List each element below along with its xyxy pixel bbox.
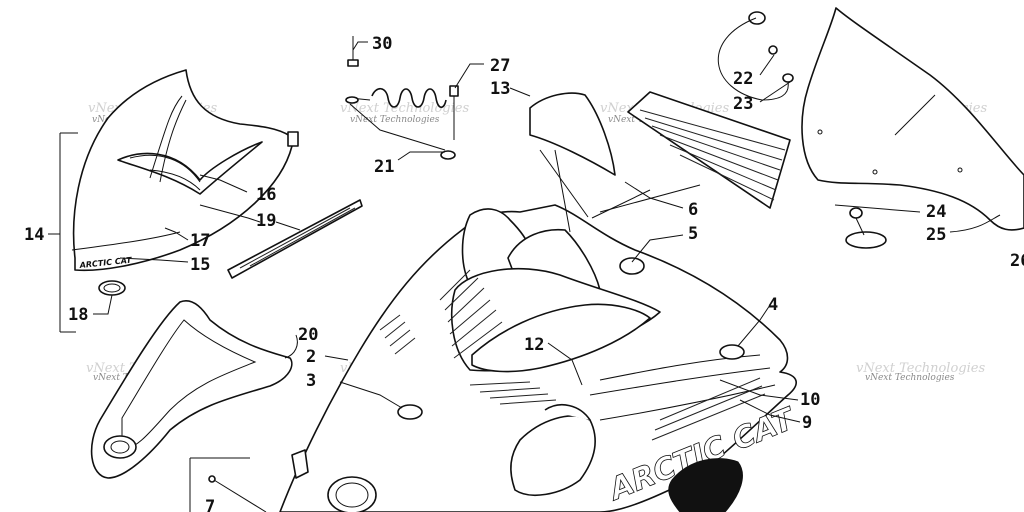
watermark-shadow: vNext Technologies: [340, 101, 469, 116]
callout-9[interactable]: 9: [802, 413, 812, 433]
part-6-panel-decal[interactable]: [627, 91, 791, 209]
callout-7[interactable]: 7: [205, 497, 215, 512]
part-22-screw[interactable]: [768, 45, 778, 55]
callout-3[interactable]: 3: [306, 371, 316, 391]
part-22-cap[interactable]: [748, 11, 766, 25]
part-18-grommet[interactable]: [98, 280, 126, 296]
callout-labels: 30 27 13 21 22 23 24 25 26 6 5 4 10 9 12…: [24, 34, 1024, 512]
part-24-fastener[interactable]: [849, 207, 863, 219]
part-5-decal[interactable]: [619, 257, 645, 275]
callout-24[interactable]: 24: [926, 202, 946, 222]
part-7-rod[interactable]: [208, 475, 267, 512]
callout-22[interactable]: 22: [733, 69, 753, 89]
callout-19[interactable]: 19: [256, 211, 276, 231]
callout-17[interactable]: 17: [190, 231, 210, 251]
part-27-screw[interactable]: [449, 85, 459, 140]
callout-6[interactable]: 6: [688, 200, 698, 220]
callout-26[interactable]: 26: [1010, 251, 1024, 271]
callout-14[interactable]: 14: [24, 225, 44, 245]
watermark-text: vNext Technologies: [350, 115, 440, 125]
callout-10[interactable]: 10: [800, 390, 820, 410]
part-21-spring[interactable]: [345, 87, 456, 160]
callout-5[interactable]: 5: [688, 224, 698, 244]
callout-20[interactable]: 20: [298, 325, 318, 345]
callout-18[interactable]: 18: [68, 305, 88, 325]
bracket-14: [59, 132, 78, 333]
nose-cone[interactable]: ARCTIC CAT: [71, 69, 299, 272]
callout-12[interactable]: 12: [524, 335, 544, 355]
part-4-decal[interactable]: [719, 344, 745, 360]
part-19-stripe-decal[interactable]: [227, 199, 363, 279]
watermark-shadow: vNext Technologies: [856, 361, 985, 376]
part-20-cowl-frame[interactable]: [90, 300, 293, 479]
part-25-windshield[interactable]: [801, 7, 1024, 231]
callout-4[interactable]: 4: [768, 295, 778, 315]
part-24-washer[interactable]: [845, 231, 887, 249]
part-2-hood[interactable]: ARCTIC CAT: [279, 204, 802, 512]
callout-23[interactable]: 23: [733, 94, 753, 114]
part-13-windscreen-insert[interactable]: [529, 92, 616, 176]
callout-13[interactable]: 13: [490, 79, 510, 99]
callout-2[interactable]: 2: [306, 347, 316, 367]
callout-16[interactable]: 16: [256, 185, 276, 205]
callout-25[interactable]: 25: [926, 225, 946, 245]
part-3-decal[interactable]: [397, 404, 423, 420]
part-30-pin[interactable]: [347, 36, 359, 67]
callout-27[interactable]: 27: [490, 56, 510, 76]
part-23-nut[interactable]: [782, 73, 794, 83]
callout-30[interactable]: 30: [372, 34, 392, 54]
callout-21[interactable]: 21: [374, 157, 394, 177]
callout-15[interactable]: 15: [190, 255, 210, 275]
leader-lines: [48, 17, 1001, 423]
watermark-text: vNext Technologies: [865, 373, 955, 383]
